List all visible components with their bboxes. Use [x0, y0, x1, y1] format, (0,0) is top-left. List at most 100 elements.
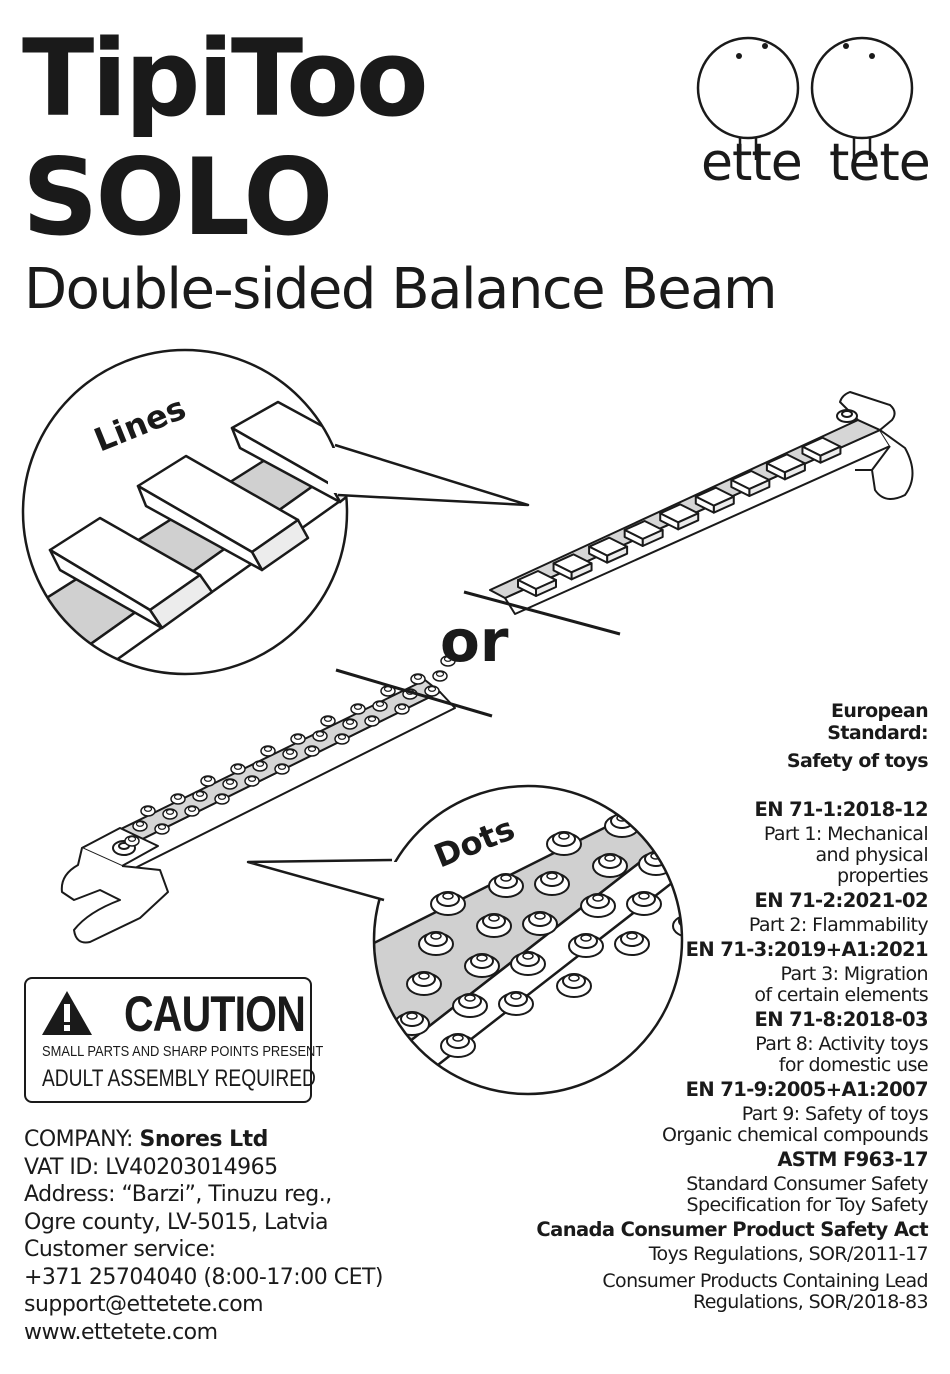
- phone-number: +371 25704040 (8:00-17:00 CET): [24, 1264, 384, 1290]
- zoom-dome: [394, 1011, 430, 1036]
- beam-stud: [312, 730, 328, 742]
- beam-stud: [162, 808, 178, 820]
- standard-description: Part 8: Activity toys: [755, 1033, 928, 1055]
- beam-stud: [214, 793, 230, 805]
- company-info: COMPANY: Snores Ltd VAT ID: LV4020301496…: [24, 1126, 464, 1346]
- beam-rib: [588, 536, 629, 564]
- caution-small-parts-text: SMALL PARTS AND SHARP POINTS PRESENT: [42, 1043, 324, 1060]
- zoom-dome: [464, 953, 500, 978]
- standard-description: properties: [837, 865, 929, 887]
- warning-triangle-icon: [42, 991, 92, 1035]
- beam-stud: [274, 763, 290, 775]
- beam-stud: [282, 748, 298, 760]
- standard-description: Regulations, SOR/2018-83: [692, 1291, 929, 1313]
- beam-stud: [140, 805, 156, 817]
- beam-stud: [394, 703, 410, 715]
- ettetete-logo: [696, 36, 914, 160]
- dots-cut-line: [335, 668, 493, 718]
- standard-code: EN 71-2:2021-02: [754, 889, 928, 912]
- beam-stud: [132, 820, 148, 832]
- lines-zoom-bubble: Lines: [21, 348, 530, 676]
- standard-code: EN 71-8:2018-03: [754, 1008, 928, 1031]
- logo-word-left: ette: [701, 133, 802, 193]
- beam-stud: [364, 715, 380, 727]
- or-label: or: [440, 607, 509, 675]
- standard-code: Canada Consumer Product Safety Act: [536, 1218, 928, 1241]
- beam-stud: [350, 703, 366, 715]
- standard-description: for domestic use: [778, 1054, 929, 1076]
- beam-stud: [222, 778, 238, 790]
- caution-warning-box: CAUTION SMALL PARTS AND SHARP POINTS PRE…: [24, 977, 323, 1103]
- company-label: COMPANY:: [24, 1127, 133, 1152]
- beam-stud: [320, 715, 336, 727]
- beam-stud: [424, 685, 440, 697]
- standards-heading-3: Safety of toys: [786, 750, 929, 772]
- beam-stud: [334, 733, 350, 745]
- support-email: support@ettetete.com: [24, 1292, 264, 1317]
- beam-stud: [260, 745, 276, 757]
- standard-code: EN 71-1:2018-12: [754, 798, 928, 821]
- zoom-dome: [418, 931, 454, 956]
- caution-assembly-text: ADULT ASSEMBLY REQUIRED: [42, 1065, 316, 1092]
- zoom-dome: [476, 913, 512, 938]
- beam-stud: [230, 763, 246, 775]
- beam-stud: [244, 775, 260, 787]
- zoom-dome: [430, 891, 466, 916]
- zoom-dome: [406, 971, 442, 996]
- standard-description: Toys Regulations, SOR/2011-17: [648, 1243, 929, 1265]
- dots-beam-studs: [124, 655, 456, 847]
- product-title-line2: SOLO: [22, 136, 333, 259]
- standard-code: EN 71-3:2019+A1:2021: [685, 938, 929, 961]
- beam-rib: [730, 470, 771, 497]
- zoom-dome: [382, 1051, 418, 1076]
- beam-stud: [200, 775, 216, 787]
- beam-stud: [372, 700, 388, 712]
- beam-stud: [154, 823, 170, 835]
- beam-rib: [623, 520, 664, 547]
- address-line-2: Ogre county, LV-5015, Latvia: [24, 1209, 328, 1235]
- product-subtitle: Double-sided Balance Beam: [24, 257, 778, 322]
- beam-stud: [184, 805, 200, 817]
- address-line-1: Address: “Barzi”, Tinuzu reg.,: [24, 1182, 332, 1207]
- standard-code: EN 71-9:2005+A1:2007: [685, 1078, 929, 1101]
- standard-description: Part 1: Mechanical: [763, 823, 929, 845]
- dots-zoom-bubble: Dots: [246, 784, 684, 1096]
- customer-service-label: Customer service:: [24, 1237, 216, 1262]
- beam-rib: [801, 436, 842, 464]
- company-name: Snores Ltd: [139, 1127, 268, 1152]
- caution-title: CAUTION: [124, 986, 306, 1042]
- website-url: www.ettetete.com: [24, 1319, 218, 1345]
- standard-description: Specification for Toy Safety: [686, 1194, 929, 1216]
- standard-description: Part 3: Migration: [780, 963, 929, 985]
- standard-description: Part 9: Safety of toys: [741, 1103, 929, 1125]
- zoom-dome: [440, 1033, 476, 1058]
- beam-rib: [517, 570, 557, 597]
- beam-stud: [170, 793, 186, 805]
- beam-stud: [252, 760, 268, 772]
- beam-stud: [410, 673, 426, 685]
- beam-stud: [342, 718, 358, 730]
- standard-description: Consumer Products Containing Lead: [602, 1270, 928, 1292]
- standard-code: ASTM F963-17: [777, 1148, 928, 1171]
- beam-stud: [290, 733, 306, 745]
- standard-description: Standard Consumer Safety: [686, 1173, 928, 1195]
- safety-standards-list: European Standard: Safety of toys EN 71-…: [508, 700, 928, 1313]
- beam-stud: [304, 745, 320, 757]
- standards-heading-1: European: [831, 700, 929, 722]
- standard-description: and physical: [815, 844, 929, 866]
- beam-stud: [124, 835, 140, 847]
- product-title-line1: TipiToo: [22, 17, 429, 140]
- standard-description: Part 2: Flammability: [748, 914, 929, 936]
- beam-rib: [552, 553, 593, 581]
- standard-description: of certain elements: [754, 984, 928, 1006]
- lines-cut-line: [463, 590, 621, 636]
- logo-word-right: tete: [829, 133, 930, 193]
- lines-beam-ribs: [517, 436, 842, 597]
- vat-id: VAT ID: LV40203014965: [24, 1154, 278, 1180]
- beam-rib: [765, 453, 806, 481]
- zoom-dome: [452, 993, 488, 1018]
- standard-description: Organic chemical compounds: [661, 1124, 929, 1146]
- beam-stud: [192, 790, 208, 802]
- standards-heading-2: Standard:: [827, 722, 928, 744]
